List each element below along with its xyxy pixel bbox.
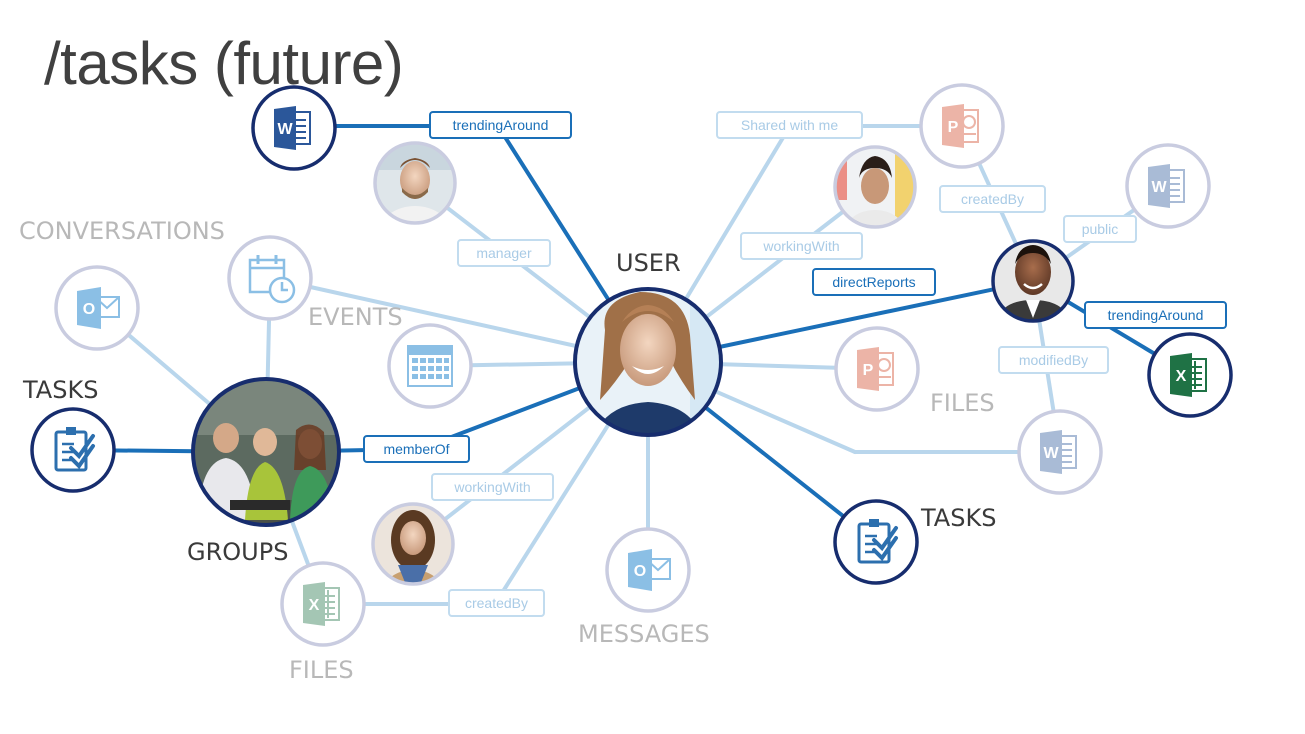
group-photo[interactable]: [190, 375, 345, 530]
edge-label-direct-reports: directReports: [832, 274, 915, 290]
edge-label-created-by: createdBy: [961, 191, 1024, 207]
svg-text:W: W: [1043, 445, 1059, 462]
node-word-files[interactable]: [1017, 409, 1103, 495]
node-messages[interactable]: [605, 527, 691, 613]
excel-icon: X: [1170, 353, 1207, 397]
svg-text:O: O: [634, 563, 646, 580]
manager-photo[interactable]: [370, 140, 460, 254]
label-files-bottom: FILES: [289, 656, 354, 684]
page-title: /tasks (future): [44, 30, 404, 97]
tasks-clipboard-icon: [54, 427, 95, 472]
edge-label-trending-around-right: trendingAround: [1108, 307, 1204, 323]
edge-label-modified-by: modifiedBy: [1019, 352, 1088, 368]
outlook-icon: O: [77, 287, 120, 329]
label-messages: MESSAGES: [578, 620, 710, 648]
powerpoint-icon: P: [857, 347, 894, 391]
powerpoint-icon: P: [942, 104, 979, 148]
svg-text:W: W: [277, 121, 293, 138]
direct-report-photo[interactable]: [990, 238, 1080, 328]
outlook-icon: O: [628, 549, 671, 591]
word-icon: W: [1148, 164, 1185, 208]
svg-text:X: X: [1176, 368, 1187, 385]
calendar-icon: [407, 345, 453, 387]
label-conversations: CONVERSATIONS: [19, 217, 225, 245]
edge-label-public: public: [1082, 221, 1119, 237]
edge-label-shared-with-me: Shared with me: [741, 117, 838, 133]
edge-label-member-of: memberOf: [383, 441, 449, 457]
svg-text:X: X: [309, 597, 320, 614]
node-events[interactable]: [227, 235, 313, 321]
svg-text:P: P: [948, 119, 959, 136]
label-tasks-left: TASKS: [23, 376, 99, 404]
edge-label-created-by-bottom: createdBy: [465, 595, 528, 611]
svg-text:P: P: [863, 362, 874, 379]
edge-label-working-with-bottom: workingWith: [453, 479, 530, 495]
user-photo[interactable]: [570, 285, 730, 450]
word-icon: W: [1040, 430, 1077, 474]
label-files-right: FILES: [930, 389, 995, 417]
edge-label-working-with: workingWith: [762, 238, 839, 254]
label-tasks-right: TASKS: [921, 504, 997, 532]
node-excel-bottom[interactable]: [280, 561, 366, 647]
label-groups: GROUPS: [187, 538, 289, 566]
tasks-clipboard-icon: [857, 519, 898, 564]
label-user: USER: [616, 249, 681, 277]
edge-label-trending-around: trendingAround: [453, 117, 549, 133]
node-calendar[interactable]: [387, 323, 473, 409]
svg-text:O: O: [83, 301, 95, 318]
word-icon: W: [274, 106, 311, 150]
node-ppt-top[interactable]: [919, 83, 1005, 169]
calendar-clock-icon: [248, 255, 296, 304]
node-word-right[interactable]: [1125, 143, 1211, 229]
node-conversations[interactable]: [54, 265, 140, 351]
label-events: EVENTS: [308, 303, 403, 331]
edge-label-manager: manager: [476, 245, 532, 261]
colleague-photo[interactable]: [830, 145, 920, 254]
excel-icon: X: [303, 582, 340, 626]
svg-text:W: W: [1151, 179, 1167, 196]
colleague-woman-photo[interactable]: [370, 500, 460, 614]
node-ppt-files[interactable]: [834, 326, 920, 412]
